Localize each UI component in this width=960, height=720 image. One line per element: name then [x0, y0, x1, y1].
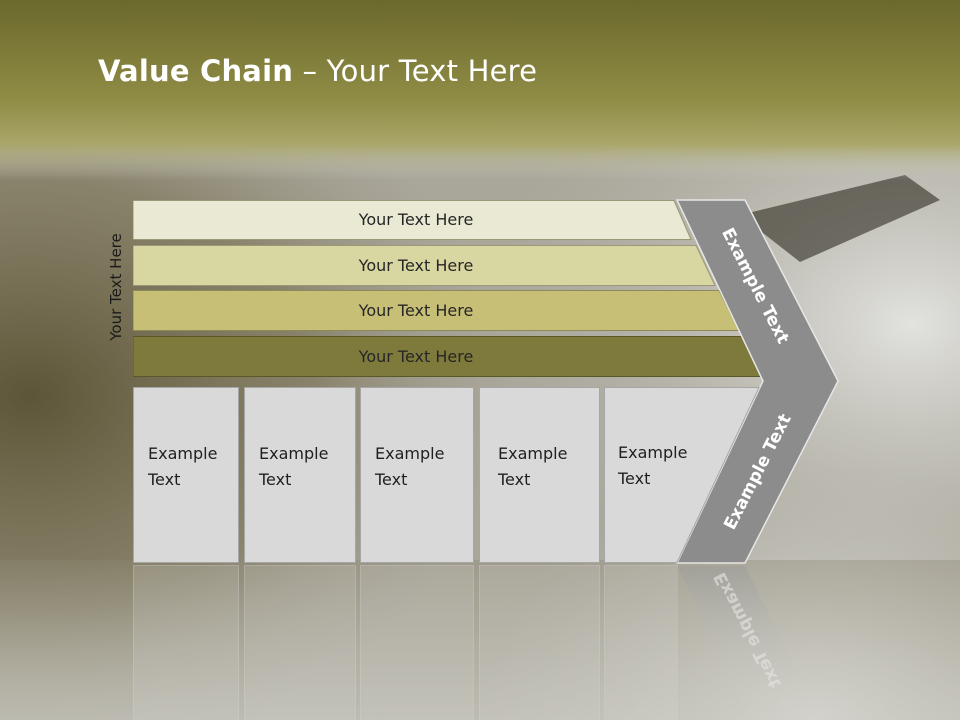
bar-1-fill	[133, 200, 692, 240]
example-box-2-text: Example Text	[259, 444, 329, 489]
page-title: Value Chain – Your Text Here	[98, 54, 537, 88]
bar-2-label: Your Text Here	[358, 256, 474, 275]
example-box-1: Example Text	[133, 387, 239, 563]
example-box-3-text: Example Text	[375, 444, 445, 489]
example-box-4-text: Example Text	[498, 444, 568, 489]
bar-1-label: Your Text Here	[358, 210, 474, 229]
reflection-fade	[0, 560, 960, 720]
bar-2-fill	[133, 245, 716, 286]
title-rest: – Your Text Here	[293, 54, 538, 88]
example-box-1-text: Example Text	[148, 444, 218, 489]
bar-shape	[133, 200, 692, 240]
bar-shape	[133, 245, 716, 286]
example-box-5-text: Example Text	[618, 443, 688, 488]
example-box-4: Example Text	[479, 387, 600, 563]
example-box-2: Example Text	[244, 387, 356, 563]
bar-3-label: Your Text Here	[358, 301, 474, 320]
title-bold: Value Chain	[98, 54, 294, 88]
example-box-3: Example Text	[360, 387, 474, 563]
bar-4-label: Your Text Here	[358, 347, 474, 366]
